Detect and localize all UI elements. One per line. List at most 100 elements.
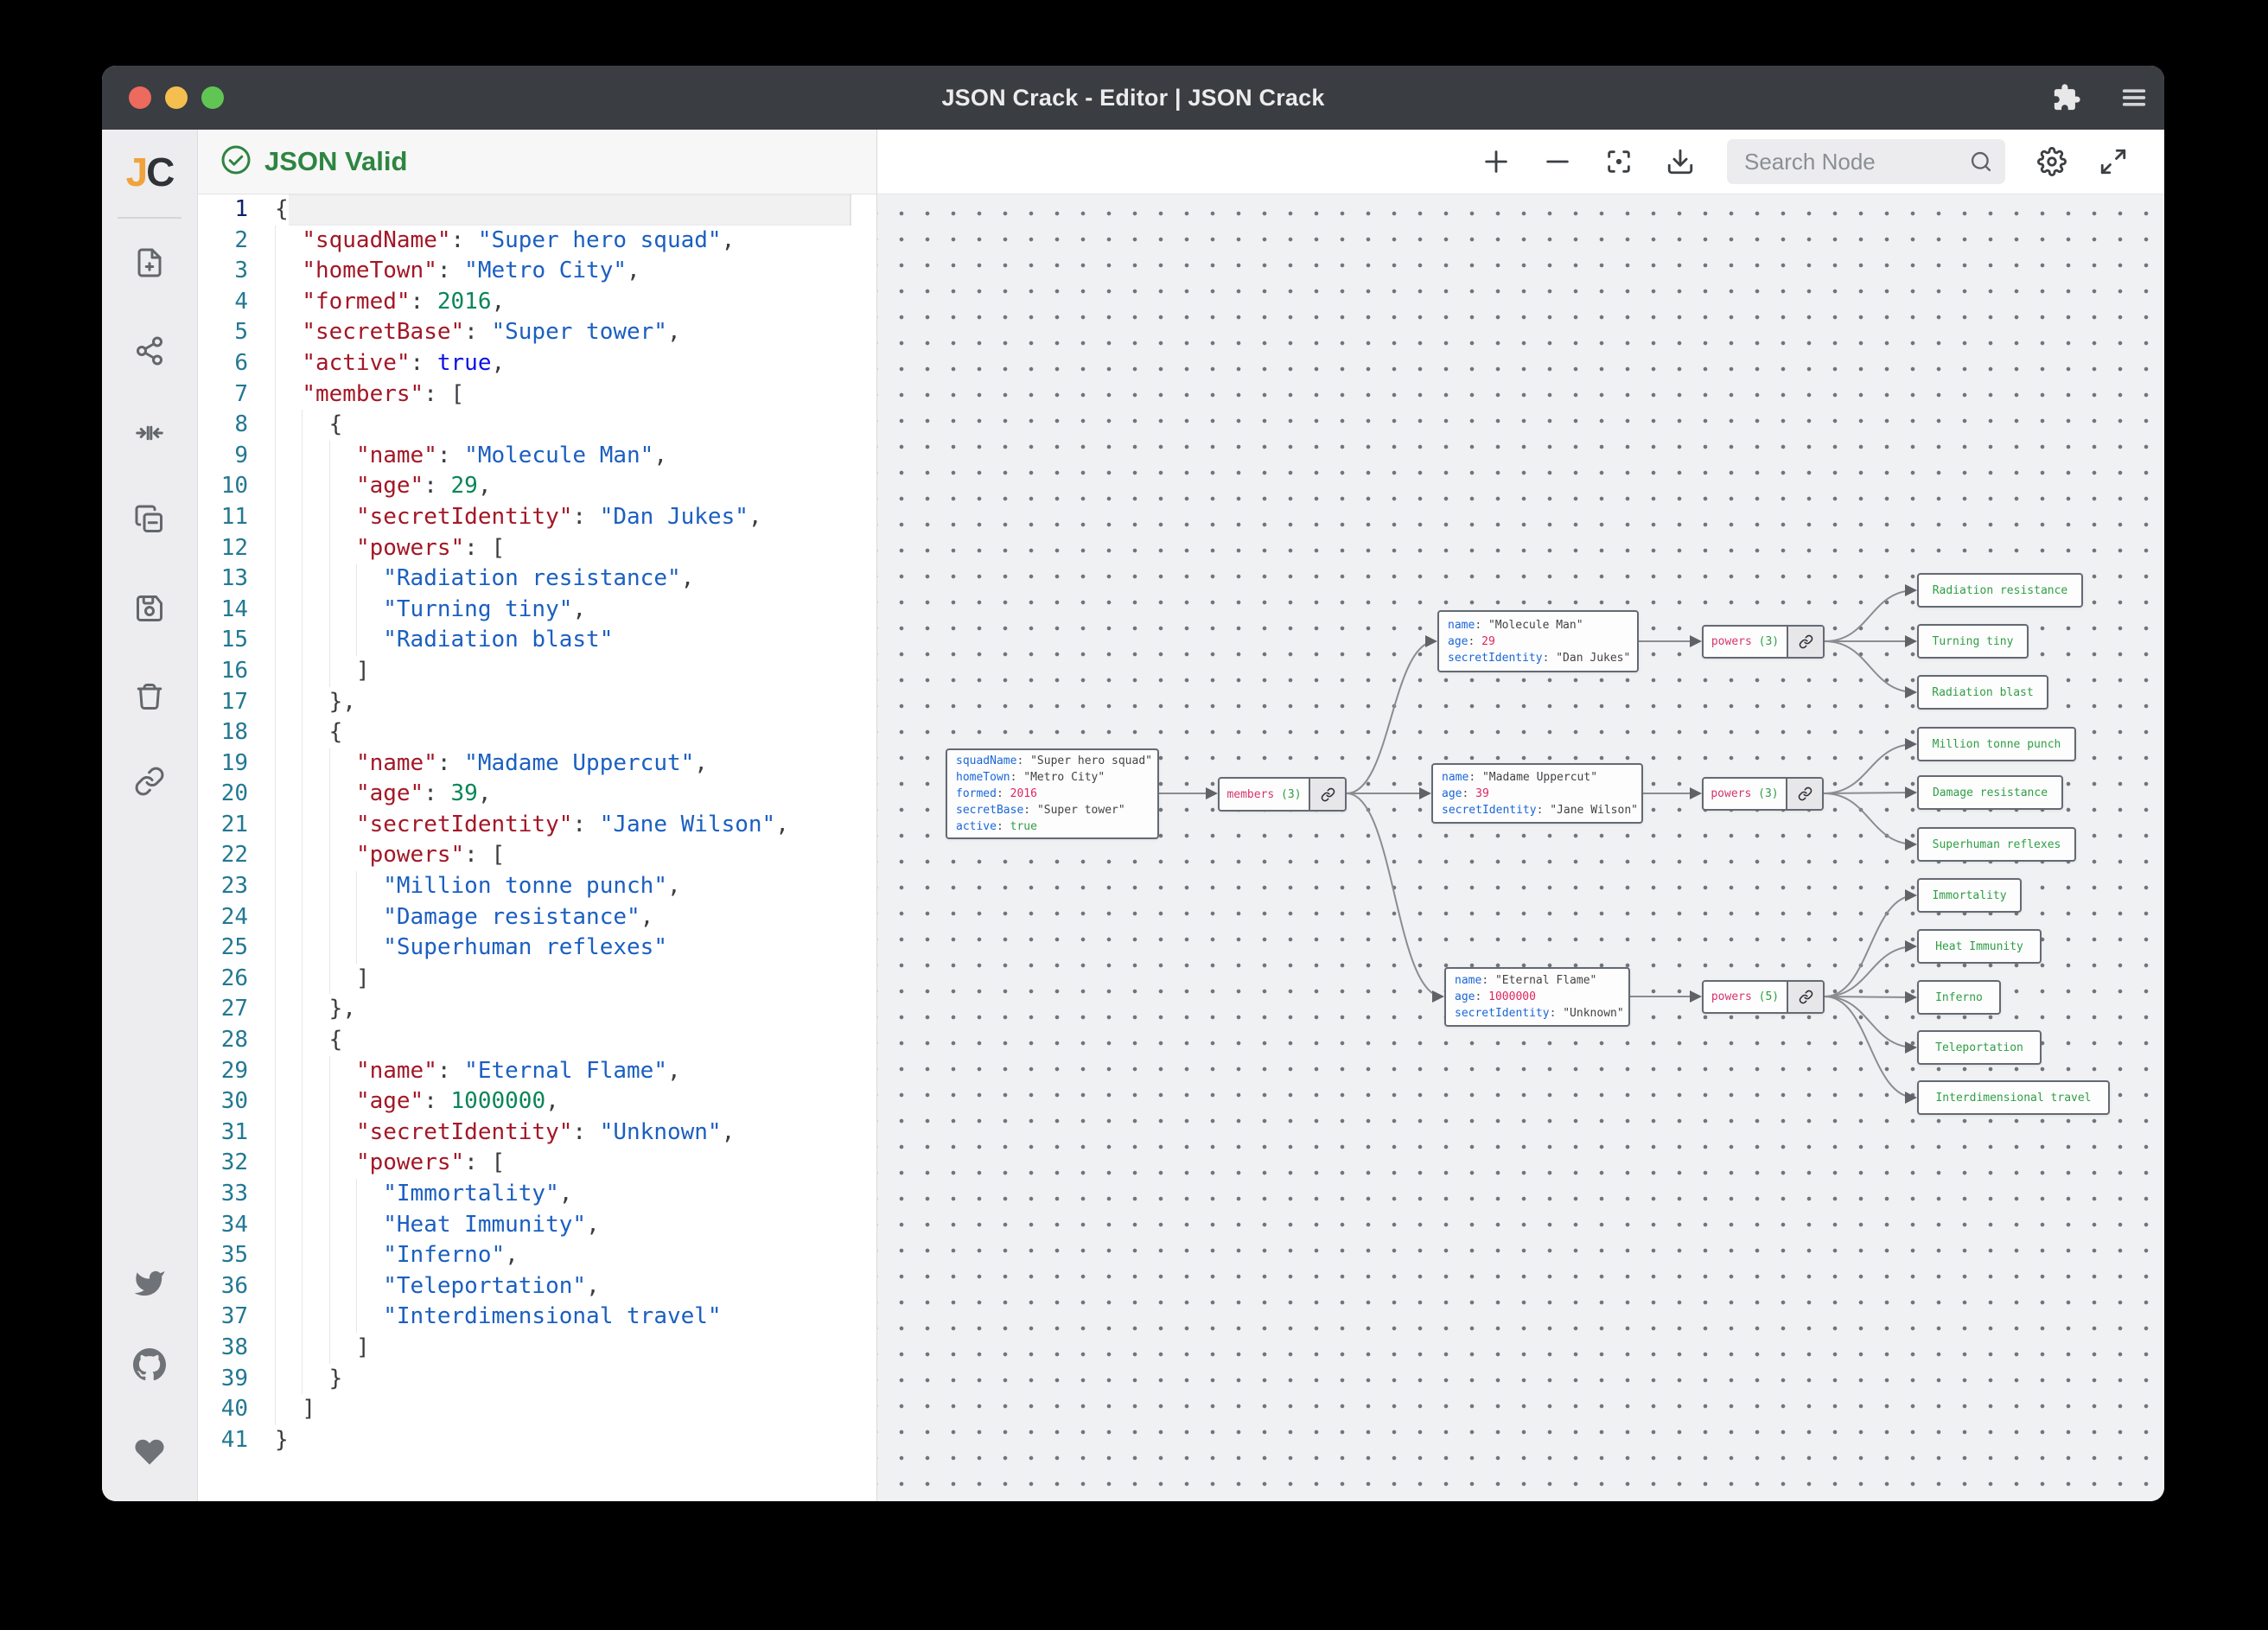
graph-node-l8[interactable]: Heat Immunity: [1917, 929, 2042, 964]
editor-line[interactable]: 3 "homeTown": "Metro City",: [198, 256, 876, 287]
editor-line[interactable]: 19 "name": "Madame Uppercut",: [198, 748, 876, 780]
app-logo[interactable]: JC: [102, 149, 197, 195]
graph-node-root[interactable]: squadName: "Super hero squad"homeTown: "…: [946, 748, 1159, 839]
editor-line[interactable]: 23 "Million tonne punch",: [198, 871, 876, 902]
editor-line[interactable]: 10 "age": 29,: [198, 471, 876, 502]
graph-node-l9[interactable]: Inferno: [1917, 980, 2001, 1015]
save-button[interactable]: [102, 593, 197, 627]
expand-collapse-link[interactable]: [1787, 982, 1823, 1012]
graph-node-l6[interactable]: Superhuman reflexes: [1917, 827, 2076, 862]
graph-node-l11[interactable]: Interdimensional travel: [1917, 1080, 2110, 1115]
line-code: "homeTown": "Metro City",: [275, 256, 851, 287]
settings-button[interactable]: [2037, 147, 2067, 176]
fullscreen-button[interactable]: [2099, 147, 2128, 176]
graph-node-l1[interactable]: Radiation resistance: [1917, 573, 2083, 608]
node-row: name: "Molecule Man": [1448, 617, 1628, 634]
graph-node-m2[interactable]: name: "Madame Uppercut"age: 39secretIden…: [1431, 763, 1643, 824]
editor-line[interactable]: 33 "Immortality",: [198, 1179, 876, 1210]
line-number: 12: [198, 533, 248, 564]
editor-line[interactable]: 29 "name": "Eternal Flame",: [198, 1056, 876, 1087]
zoom-in-button[interactable]: [1481, 147, 1511, 176]
editor-line[interactable]: 25 "Superhuman reflexes": [198, 933, 876, 964]
editor-line[interactable]: 4 "formed": 2016,: [198, 287, 876, 318]
editor-line[interactable]: 39 }: [198, 1364, 876, 1395]
graph-node-members[interactable]: members (3): [1218, 777, 1347, 812]
editor-line[interactable]: 7 "members": [: [198, 379, 876, 411]
graph-node-l3[interactable]: Radiation blast: [1917, 675, 2048, 710]
editor-line[interactable]: 8 {: [198, 410, 876, 441]
graph-node-m1[interactable]: name: "Molecule Man"age: 29secretIdentit…: [1437, 610, 1639, 672]
editor-line[interactable]: 20 "age": 39,: [198, 779, 876, 810]
line-code: },: [275, 687, 851, 718]
editor-line[interactable]: 14 "Turning tiny",: [198, 595, 876, 626]
zoom-out-button[interactable]: [1543, 147, 1572, 176]
editor-line[interactable]: 30 "age": 1000000,: [198, 1086, 876, 1117]
editor-line[interactable]: 15 "Radiation blast": [198, 625, 876, 656]
editor-line[interactable]: 28 {: [198, 1025, 876, 1056]
close-button[interactable]: [129, 86, 151, 109]
editor-line[interactable]: 40 ]: [198, 1394, 876, 1425]
twitter-button[interactable]: [102, 1267, 197, 1302]
editor-line[interactable]: 21 "secretIdentity": "Jane Wilson",: [198, 810, 876, 841]
editor-line[interactable]: 1{: [198, 194, 876, 226]
graph-node-p2[interactable]: powers (3): [1702, 777, 1824, 811]
github-button[interactable]: [102, 1348, 197, 1384]
editor-line[interactable]: 5 "secretBase": "Super tower",: [198, 317, 876, 348]
line-number: 41: [198, 1425, 248, 1456]
editor-line[interactable]: 2 "squadName": "Super hero squad",: [198, 226, 876, 257]
editor-line[interactable]: 17 },: [198, 687, 876, 718]
editor-line[interactable]: 37 "Interdimensional travel": [198, 1302, 876, 1333]
share-link-button[interactable]: [102, 766, 197, 799]
editor-line[interactable]: 34 "Heat Immunity",: [198, 1210, 876, 1241]
editor-line[interactable]: 18 {: [198, 717, 876, 748]
editor-line[interactable]: 22 "powers": [: [198, 840, 876, 871]
line-code: "powers": [: [275, 533, 851, 564]
graph-node-m3[interactable]: name: "Eternal Flame"age: 1000000secretI…: [1444, 967, 1630, 1027]
editor-line[interactable]: 41}: [198, 1425, 876, 1456]
graph-node-p3[interactable]: powers (5): [1702, 980, 1825, 1014]
download-button[interactable]: [1666, 147, 1695, 176]
extension-puzzle-icon[interactable]: [2052, 66, 2081, 130]
node-row: age: 1000000: [1455, 989, 1620, 1005]
editor-line[interactable]: 11 "secretIdentity": "Dan Jukes",: [198, 502, 876, 533]
editor-line[interactable]: 35 "Inferno",: [198, 1240, 876, 1271]
focus-button[interactable]: [1604, 147, 1634, 176]
editor-line[interactable]: 32 "powers": [: [198, 1148, 876, 1179]
editor-line[interactable]: 38 ]: [198, 1333, 876, 1364]
editor-lines[interactable]: 1{2 "squadName": "Super hero squad",3 "h…: [198, 194, 876, 1501]
editor-line[interactable]: 9 "name": "Molecule Man",: [198, 441, 876, 472]
editor-line[interactable]: 26 ]: [198, 964, 876, 995]
maximize-button[interactable]: [201, 86, 224, 109]
editor-line[interactable]: 6 "active": true,: [198, 348, 876, 379]
graph-canvas[interactable]: squadName: "Super hero squad"homeTown: "…: [877, 194, 2164, 1501]
graph-node-l10[interactable]: Teleportation: [1917, 1030, 2042, 1065]
editor-line[interactable]: 16 ]: [198, 656, 876, 687]
editor-line[interactable]: 12 "powers": [: [198, 533, 876, 564]
line-code: "Turning tiny",: [275, 595, 851, 626]
copy-button[interactable]: [102, 504, 197, 538]
graph-node-l7[interactable]: Immortality: [1917, 878, 2022, 913]
delete-button[interactable]: [102, 681, 197, 715]
minimize-button[interactable]: [165, 86, 188, 109]
editor-line[interactable]: 13 "Radiation resistance",: [198, 563, 876, 595]
center-view-button[interactable]: [102, 417, 197, 451]
share-button[interactable]: [102, 335, 197, 369]
graph-node-l2[interactable]: Turning tiny: [1917, 624, 2029, 659]
expand-collapse-link[interactable]: [1787, 627, 1823, 657]
heart-icon: [133, 1436, 166, 1471]
expand-collapse-link[interactable]: [1786, 779, 1822, 809]
line-number: 20: [198, 779, 248, 810]
graph-node-l5[interactable]: Damage resistance: [1917, 775, 2063, 810]
editor-line[interactable]: 27 },: [198, 994, 876, 1025]
sponsor-button[interactable]: [102, 1436, 197, 1471]
expand-collapse-link[interactable]: [1309, 779, 1345, 810]
menu-icon[interactable]: [2119, 66, 2149, 130]
graph-node-p1[interactable]: powers (3): [1702, 625, 1825, 659]
new-file-button[interactable]: [102, 247, 197, 281]
editor-line[interactable]: 36 "Teleportation",: [198, 1271, 876, 1302]
search-node-input[interactable]: [1742, 148, 1969, 176]
editor-line[interactable]: 31 "secretIdentity": "Unknown",: [198, 1117, 876, 1149]
leaf-node-label: Damage resistance: [1933, 786, 2048, 799]
editor-line[interactable]: 24 "Damage resistance",: [198, 902, 876, 933]
graph-node-l4[interactable]: Million tonne punch: [1917, 727, 2076, 761]
